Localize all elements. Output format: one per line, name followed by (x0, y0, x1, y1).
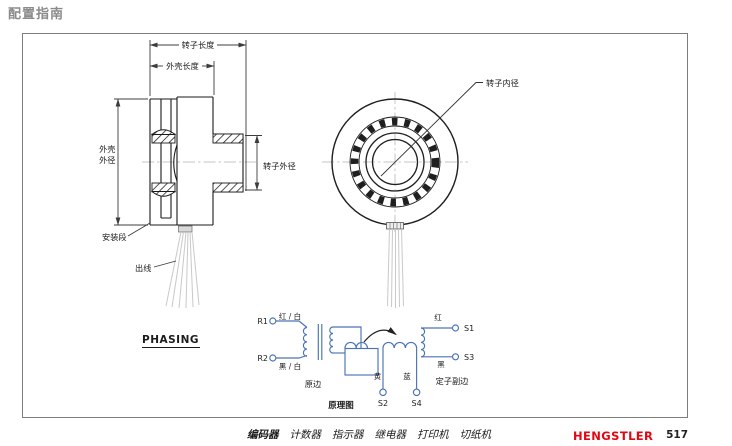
cable-exit-strands (389, 222, 401, 229)
dimension-lines (114, 40, 262, 268)
rotation-arrow (363, 327, 397, 343)
rotor-bore-leader (380, 82, 483, 177)
footer-item-counters: 计数器 (289, 429, 322, 441)
lead-wires-front (387, 228, 404, 308)
side-view-drawing: 转子长度 外壳长度 外壳 外径 转子外径 安装段 出线 (99, 40, 296, 309)
stator-lamination-ring (350, 117, 440, 207)
label-primary-side: 原边 (305, 379, 321, 389)
wire-color-s3: 黑 (437, 360, 445, 369)
wire-color-r2: 黑 / 白 (279, 361, 301, 371)
schematic-wiring (269, 317, 460, 397)
label-housing-od-line2: 外径 (99, 155, 115, 165)
wire-color-r1: 红 / 白 (279, 311, 301, 321)
diagram-panel (22, 33, 688, 418)
terminal-r2: R2 (257, 354, 268, 363)
footer-category-list: 编码器 计数器 指示器 继电器 打印机 切纸机 (247, 427, 491, 442)
resolver-front-circles (331, 98, 459, 226)
label-stator-secondary: 定子副边 (436, 376, 469, 386)
schematic-caption: 原理图 (328, 400, 354, 411)
phasing-title: PHASING (142, 334, 199, 346)
terminal-s3: S3 (464, 353, 474, 362)
label-lead-wires: 出线 (135, 263, 151, 273)
brand-logo: HENGSTLER (573, 429, 654, 443)
label-housing-length: 外壳长度 (166, 61, 199, 71)
phasing-schematic: PHASING (142, 311, 474, 411)
winding-hatch-bands (150, 129, 244, 197)
cable-exit-block-front (386, 222, 404, 230)
label-rotor-bore: 转子内径 (486, 78, 519, 88)
wire-color-s1: 红 (434, 312, 442, 322)
footer-item-printers: 打印机 (417, 429, 449, 441)
front-view-drawing: 转子内径 (322, 78, 519, 308)
footer-item-encoders: 编码器 (247, 429, 279, 441)
page-number: 517 (666, 429, 688, 441)
label-mounting-section: 安装段 (102, 232, 127, 242)
wire-color-s4: 蓝 (403, 371, 411, 381)
terminal-s1: S1 (464, 324, 474, 333)
label-housing-od-line1: 外壳 (99, 144, 115, 154)
terminal-s4: S4 (412, 399, 422, 408)
footer-item-cutters: 切纸机 (459, 429, 492, 441)
label-rotor-length: 转子长度 (182, 40, 215, 50)
cable-exit-block (178, 225, 193, 233)
footer-item-relays: 继电器 (374, 429, 407, 441)
label-rotor-od: 转子外径 (263, 161, 296, 171)
page-title: 配置指南 (8, 7, 65, 22)
terminal-s2: S2 (378, 399, 388, 408)
terminal-r1: R1 (257, 317, 268, 326)
wire-color-s2: 黄 (374, 371, 382, 381)
footer-item-indicators: 指示器 (332, 429, 364, 441)
resolver-section-outline (149, 96, 244, 226)
lead-wires (165, 231, 200, 309)
